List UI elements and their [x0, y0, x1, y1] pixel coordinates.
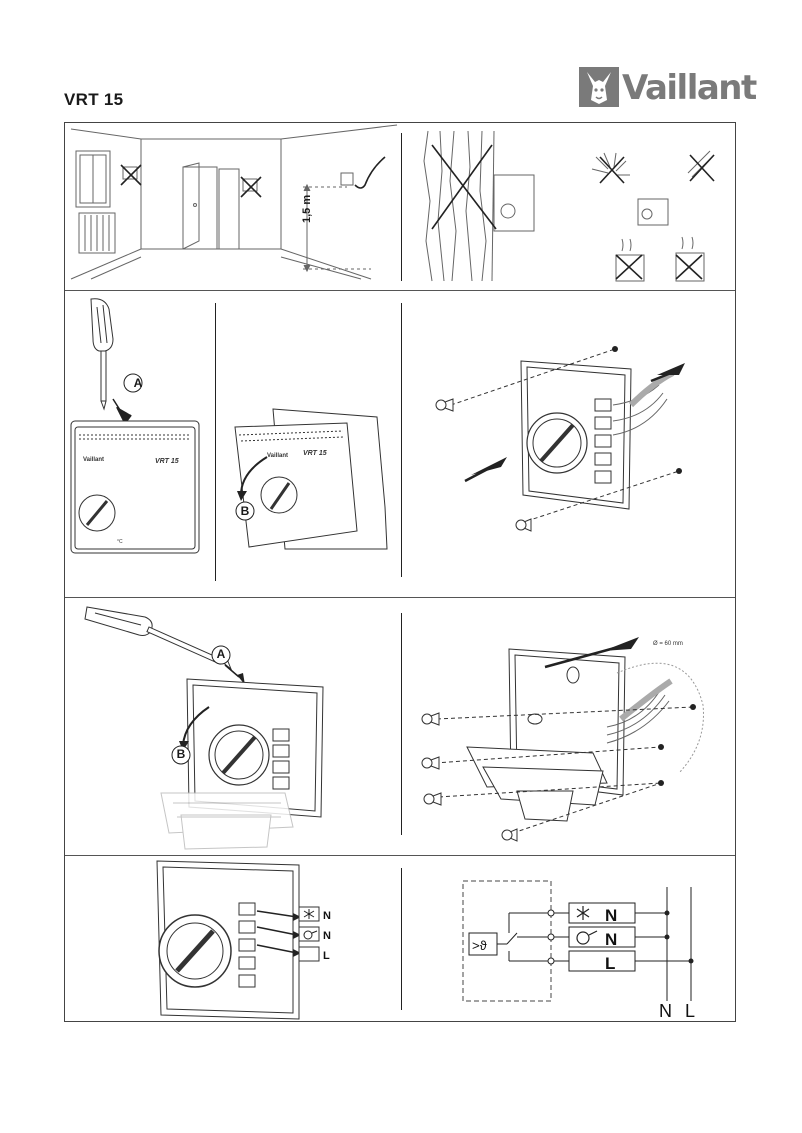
check-mark-icon — [354, 156, 386, 189]
instruction-frame: 1,5 m — [64, 122, 736, 1022]
callout-a: A — [133, 376, 143, 390]
column-divider — [401, 868, 402, 1010]
pump-icon — [303, 930, 318, 940]
snowflake-icon — [303, 909, 315, 919]
open-cover-step-b: Vaillant VRT 15 — [234, 408, 388, 550]
vaillant-logo: Vaillant — [578, 66, 757, 108]
terminal-label-l: L — [323, 950, 330, 962]
section-divider — [65, 597, 735, 598]
screwdriver-icon — [84, 606, 233, 671]
wiring-device-illustration: N N L — [156, 860, 331, 1020]
page-title: VRT 15 — [64, 90, 124, 109]
section-divider — [65, 290, 735, 291]
callout-b: B — [176, 747, 186, 761]
column-divider — [401, 133, 402, 281]
device-model-label: VRT 15 — [303, 450, 327, 457]
terminal-label-n2: N — [323, 930, 331, 942]
cross-mark-icon — [431, 144, 715, 280]
device-model-label: VRT 15 — [155, 458, 179, 465]
terminal-label-n1: N — [323, 910, 331, 922]
bus-label-l: L — [685, 1001, 695, 1021]
callout-a: A — [216, 647, 226, 661]
diagram-terminal-l: L — [605, 954, 615, 973]
wall-mounting-illustration — [435, 346, 685, 532]
section-divider — [65, 855, 735, 856]
height-label: 1,5 m — [301, 194, 313, 223]
brand-wordmark: Vaillant — [622, 68, 757, 108]
heat-sources-illustration — [423, 130, 715, 282]
open-cover-step-a: Vaillant VRT 15 °C — [70, 298, 200, 554]
diagram-terminal-n2: N — [605, 930, 617, 949]
column-divider — [401, 613, 402, 835]
callout-b: B — [240, 504, 250, 518]
thermostat-symbol: >ϑ — [472, 938, 488, 953]
diagram-terminal-n1: N — [605, 906, 617, 925]
device-brand-label: Vaillant — [267, 453, 288, 459]
clearance-label: Ø = 60 mm — [653, 641, 683, 647]
remove-insert-illustration — [84, 606, 324, 850]
cross-mark-icon — [120, 164, 262, 198]
wiring-diagram: >ϑ — [462, 880, 695, 1021]
column-divider — [401, 303, 402, 577]
dial-units-label: °C — [117, 539, 123, 545]
back-plate-mounting-illustration: Ø = 60 mm — [421, 637, 704, 842]
device-brand-label: Vaillant — [83, 457, 104, 463]
snowflake-icon — [576, 906, 590, 920]
column-divider — [215, 303, 216, 581]
bus-label-n: N — [659, 1001, 672, 1021]
screwdriver-icon — [90, 298, 114, 411]
pump-icon — [576, 930, 598, 945]
room-placement-illustration — [70, 124, 398, 280]
vaillant-hare-logo — [579, 67, 619, 107]
